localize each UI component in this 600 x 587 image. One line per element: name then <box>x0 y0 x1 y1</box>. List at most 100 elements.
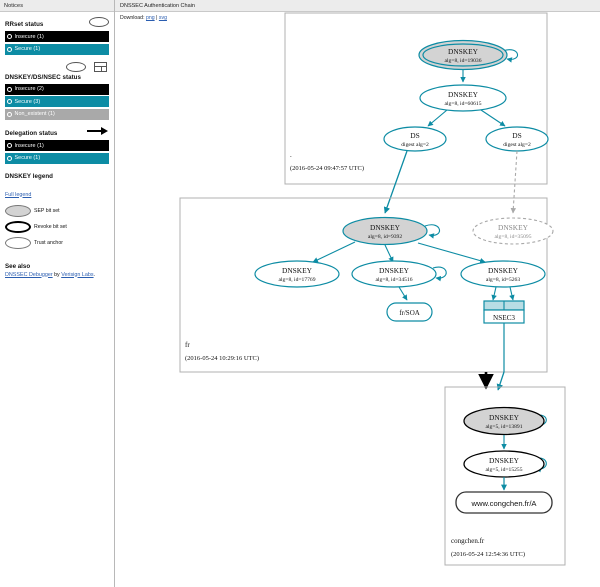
node-ds-left[interactable]: DS digest alg=2 <box>383 126 447 152</box>
verisign-labs-link[interactable]: Verisign Labs <box>61 271 94 278</box>
status-dot-icon <box>7 86 12 92</box>
node-ds-right-title: DS <box>512 131 521 140</box>
see-also-line: DNSSEC Debugger by Verisign Labs. <box>5 272 109 278</box>
edge-fr-ksk-to-34516 <box>384 244 394 263</box>
node-fr-5263-sub: alg=8, id=5263 <box>486 277 520 283</box>
node-fr-ksk-sub: alg=8, id=9392 <box>368 234 402 240</box>
node-fr-soa[interactable]: fr/SOA <box>386 302 433 322</box>
see-also-mid: by <box>52 271 62 278</box>
status-dot-icon <box>7 111 12 117</box>
full-legend-link[interactable]: Full legend <box>5 191 32 198</box>
node-cf-zsk-title: DNSKEY <box>489 456 520 465</box>
dnskey-insecure-label: Insecure (2) <box>14 86 44 92</box>
node-ds-left-title: DS <box>410 131 419 140</box>
edge-root-zsk-to-ds-right <box>480 109 506 127</box>
dnskey-status-nonexistent[interactable]: Non_existent (1) <box>5 108 109 120</box>
node-fr-34516-sub: alg=8, id=34516 <box>375 277 412 283</box>
node-ds-right[interactable]: DS digest alg=2 <box>485 126 549 152</box>
main-header-title: DNSSEC Authentication Chain <box>115 0 600 12</box>
root-zone-label: . <box>290 151 292 159</box>
node-cf-ksk-sub: alg=5, id=13891 <box>485 424 522 430</box>
sep-ellipse-icon <box>5 204 31 217</box>
ellipse-outline-icon <box>66 61 86 72</box>
delegation-status-section: Delegation status <box>5 121 109 140</box>
node-fr-dnskey-34516[interactable]: DNSKEY alg=8, id=34516 <box>351 260 437 288</box>
delegation-insecure-label: Insecure (1) <box>14 142 44 149</box>
node-cf-zsk-sub: alg=5, id=15255 <box>485 467 522 473</box>
status-dot-icon <box>7 155 12 161</box>
legend-label-sep: SEP bit set <box>34 207 60 214</box>
congchen-zone-timestamp: (2016-05-24 12:54:36 UTC) <box>451 551 525 558</box>
node-fr-nonexistent-dnskey[interactable]: DNSKEY alg=8, id=35095 <box>472 217 554 245</box>
status-dot-icon <box>7 46 12 52</box>
node-fr-soa-label: fr/SOA <box>399 309 420 317</box>
rrset-status-insecure[interactable]: Insecure (1) <box>5 31 109 42</box>
edge-fr-ksk-to-17769 <box>312 241 356 263</box>
node-fr-17769-title: DNSKEY <box>282 266 313 275</box>
delegation-status-insecure[interactable]: Insecure (1) <box>5 140 109 151</box>
legend-item-anchor: Trust anchor <box>5 236 109 249</box>
node-fr-ghost-title: DNSKEY <box>498 223 529 232</box>
rrset-status-secure[interactable]: Secure (1) <box>5 43 109 55</box>
legend-item-revoke: Revoke bit set <box>5 220 109 233</box>
node-www-congchen-a-label: www.congchen.fr/A <box>471 499 538 508</box>
status-dot-icon <box>7 143 12 148</box>
node-congchen-ksk[interactable]: DNSKEY alg=5, id=13891 <box>463 406 545 436</box>
edge-ds-left-to-fr-ksk <box>383 150 408 214</box>
main-panel: DNSSEC Authentication Chain Download: pn… <box>115 0 600 587</box>
download-svg-link[interactable]: svg <box>158 15 167 21</box>
node-fr-dnskey-5263[interactable]: DNSKEY alg=8, id=5263 <box>460 260 546 288</box>
root-zone-timestamp: (2016-05-24 09:47:57 UTC) <box>290 165 364 172</box>
edge-fr-34516-self <box>432 266 447 282</box>
node-fr-ksk-title: DNSKEY <box>370 223 401 232</box>
arrow-right-icon <box>87 126 109 135</box>
status-dot-icon <box>7 99 12 104</box>
edge-root-ksk-self <box>502 49 518 63</box>
node-root-zsk-sub: alg=8, id=60615 <box>444 101 481 107</box>
node-cf-ksk-title: DNSKEY <box>489 413 520 422</box>
download-label: Download: <box>120 15 145 21</box>
dnskey-legend-title: DNSKEY legend <box>5 172 53 180</box>
status-dot-icon <box>7 34 12 39</box>
node-congchen-zsk[interactable]: DNSKEY alg=5, id=15255 <box>463 450 545 478</box>
edge-root-zsk-to-ds-left <box>427 109 448 127</box>
dnssec-debugger-link[interactable]: DNSSEC Debugger <box>5 271 53 278</box>
dnskey-status-secure[interactable]: Secure (3) <box>5 96 109 107</box>
node-root-ksk[interactable]: DNSKEY alg=8, id=19036 <box>418 39 508 71</box>
node-fr-17769-sub: alg=8, id=17769 <box>278 277 315 283</box>
nsec-rect-icon <box>94 61 107 72</box>
dnskey-secure-label: Secure (3) <box>14 98 41 105</box>
dnskey-status-insecure[interactable]: Insecure (2) <box>5 83 109 95</box>
node-root-ksk-sub: alg=8, id=19036 <box>444 58 481 64</box>
revoke-ellipse-icon <box>5 220 31 233</box>
edge-5263-to-nsec3-b <box>509 286 515 301</box>
fr-zone-label: fr <box>185 341 190 349</box>
node-fr-dnskey-17769[interactable]: DNSKEY alg=8, id=17769 <box>254 260 340 288</box>
node-fr-ksk[interactable]: DNSKEY alg=8, id=9392 <box>342 216 428 246</box>
rrset-status-title: RRset status <box>5 21 44 28</box>
node-nsec3[interactable]: NSEC3 <box>483 300 525 324</box>
download-separator: | <box>156 15 158 21</box>
legend-label-revoke: Revoke bit set <box>34 223 67 230</box>
legend-label-anchor: Trust anchor <box>34 239 63 246</box>
rrset-insecure-label: Insecure (1) <box>14 33 44 40</box>
delegation-secure-label: Secure (1) <box>14 155 41 161</box>
edge-fr-ksk-to-5263 <box>417 242 486 264</box>
congchen-zone-label: congchen.fr <box>451 537 485 545</box>
rrset-status-section: RRset status <box>5 12 109 31</box>
edge-34516-to-fr-soa <box>398 286 408 301</box>
delegation-status-secure[interactable]: Secure (1) <box>5 152 109 164</box>
see-also-suffix: . <box>93 271 96 278</box>
node-root-zsk[interactable]: DNSKEY alg=8, id=60615 <box>419 84 507 112</box>
dnskey-section-icons <box>5 61 109 72</box>
download-png-link[interactable]: png <box>145 15 155 21</box>
node-fr-5263-title: DNSKEY <box>488 266 519 275</box>
legend-item-sep: SEP bit set <box>5 204 109 217</box>
fr-zone-timestamp: (2016-05-24 10:29:16 UTC) <box>185 355 259 362</box>
node-www-congchen-a[interactable]: www.congchen.fr/A <box>455 491 553 514</box>
node-ds-left-sub: digest alg=2 <box>401 142 429 148</box>
dnskey-nonexistent-label: Non_existent (1) <box>14 111 55 117</box>
download-line: Download: png | svg <box>115 12 600 21</box>
dnssec-chain-graph: . (2016-05-24 09:47:57 UTC) DNSKEY alg=8… <box>179 12 566 566</box>
